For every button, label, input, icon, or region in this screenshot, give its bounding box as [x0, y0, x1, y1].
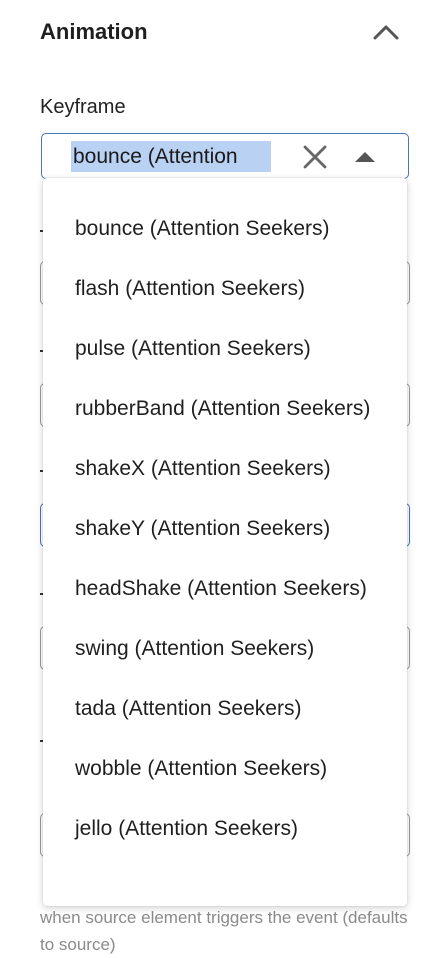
keyframe-label: Keyframe — [40, 96, 126, 118]
dropdown-option[interactable]: shakeX (Attention Seekers) — [75, 457, 331, 480]
dropdown-option[interactable]: shakeY (Attention Seekers) — [75, 517, 331, 540]
dropdown-option[interactable]: flash (Attention Seekers) — [75, 277, 305, 300]
section-title: Animation — [40, 19, 148, 44]
helper-text: when source element triggers the event (… — [40, 908, 408, 954]
collapse-section-button[interactable] — [370, 16, 402, 48]
keyframe-input[interactable]: bounce (Attention — [71, 141, 271, 172]
clear-button[interactable] — [300, 142, 330, 172]
section-header: Animation — [40, 16, 402, 48]
dropdown-option[interactable]: swing (Attention Seekers) — [75, 637, 315, 660]
dropdown-option[interactable]: tada (Attention Seekers) — [75, 697, 302, 720]
dropdown-option[interactable]: wobble (Attention Seekers) — [75, 757, 328, 780]
close-icon — [303, 145, 327, 169]
chevron-up-icon — [373, 25, 399, 40]
dropdown-option[interactable]: jello (Attention Seekers) — [75, 817, 298, 840]
keyframe-combobox[interactable]: bounce (Attention — [41, 133, 409, 179]
keyframe-dropdown-menu: bounce (Attention Seekers) flash (Attenti… — [43, 178, 407, 906]
keyframe-option-list: bounce (Attention Seekers) flash (Attenti… — [43, 178, 407, 854]
caret-up-icon — [355, 152, 375, 162]
dropdown-option[interactable]: pulse (Attention Seekers) — [75, 337, 311, 360]
dropdown-toggle-button[interactable] — [350, 142, 380, 172]
dropdown-option[interactable]: rubberBand (Attention Seekers) — [75, 397, 371, 420]
dropdown-option[interactable]: headShake (Attention Seekers) — [75, 577, 367, 600]
dropdown-option[interactable]: bounce (Attention Seekers) — [75, 217, 330, 240]
